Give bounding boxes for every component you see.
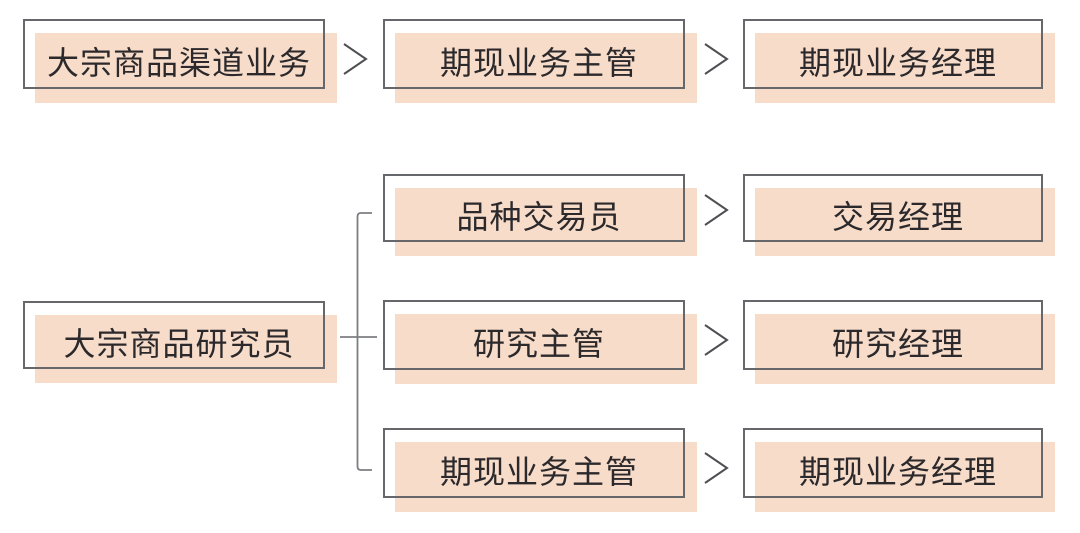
node-shadow <box>35 315 337 383</box>
chevron-right-icon <box>700 448 732 488</box>
node-shadow <box>755 442 1055 512</box>
node-label: 期现业务经理 <box>798 454 997 490</box>
node-label: 研究主管 <box>472 326 605 362</box>
node-research-manager: 研究经理 <box>743 300 1055 384</box>
node-label: 大宗商品渠道业务 <box>46 45 311 81</box>
node-frame <box>743 174 1043 242</box>
node-futures-spot-supervisor-top: 期现业务主管 <box>383 19 697 103</box>
node-futures-spot-supervisor-bottom: 期现业务主管 <box>383 428 697 512</box>
node-shadow <box>395 188 697 256</box>
node-frame <box>743 300 1043 370</box>
node-futures-spot-manager-top: 期现业务经理 <box>743 19 1055 103</box>
node-frame <box>23 301 325 369</box>
node-shadow <box>755 33 1055 103</box>
node-frame <box>383 428 685 498</box>
node-label: 大宗商品研究员 <box>63 326 295 362</box>
chevron-right-icon <box>700 190 732 230</box>
node-shadow <box>395 33 697 103</box>
node-label: 期现业务主管 <box>439 45 638 81</box>
node-shadow <box>395 442 697 512</box>
node-frame <box>743 19 1043 89</box>
node-variety-trader: 品种交易员 <box>383 174 697 256</box>
node-shadow <box>755 188 1055 256</box>
node-label: 品种交易员 <box>456 199 622 235</box>
node-label: 期现业务主管 <box>439 454 638 490</box>
node-frame <box>23 19 325 89</box>
bracket-path <box>356 212 372 471</box>
node-frame <box>743 428 1043 498</box>
node-trading-manager: 交易经理 <box>743 174 1055 256</box>
node-research-supervisor: 研究主管 <box>383 300 697 384</box>
branch-connector-bracket <box>330 200 390 480</box>
node-label: 期现业务经理 <box>798 45 997 81</box>
node-label: 研究经理 <box>831 326 964 362</box>
chevron-right-icon <box>700 39 732 79</box>
node-shadow <box>395 314 697 384</box>
node-shadow <box>35 33 337 103</box>
node-frame <box>383 174 685 242</box>
node-futures-spot-manager-bottom: 期现业务经理 <box>743 428 1055 512</box>
node-label: 交易经理 <box>831 199 964 235</box>
chevron-right-icon <box>700 320 732 360</box>
node-shadow <box>755 314 1055 384</box>
node-frame <box>383 19 685 89</box>
node-commodity-channel-business: 大宗商品渠道业务 <box>23 19 337 103</box>
node-commodity-researcher: 大宗商品研究员 <box>23 301 337 383</box>
node-frame <box>383 300 685 370</box>
chevron-right-icon <box>339 39 371 79</box>
